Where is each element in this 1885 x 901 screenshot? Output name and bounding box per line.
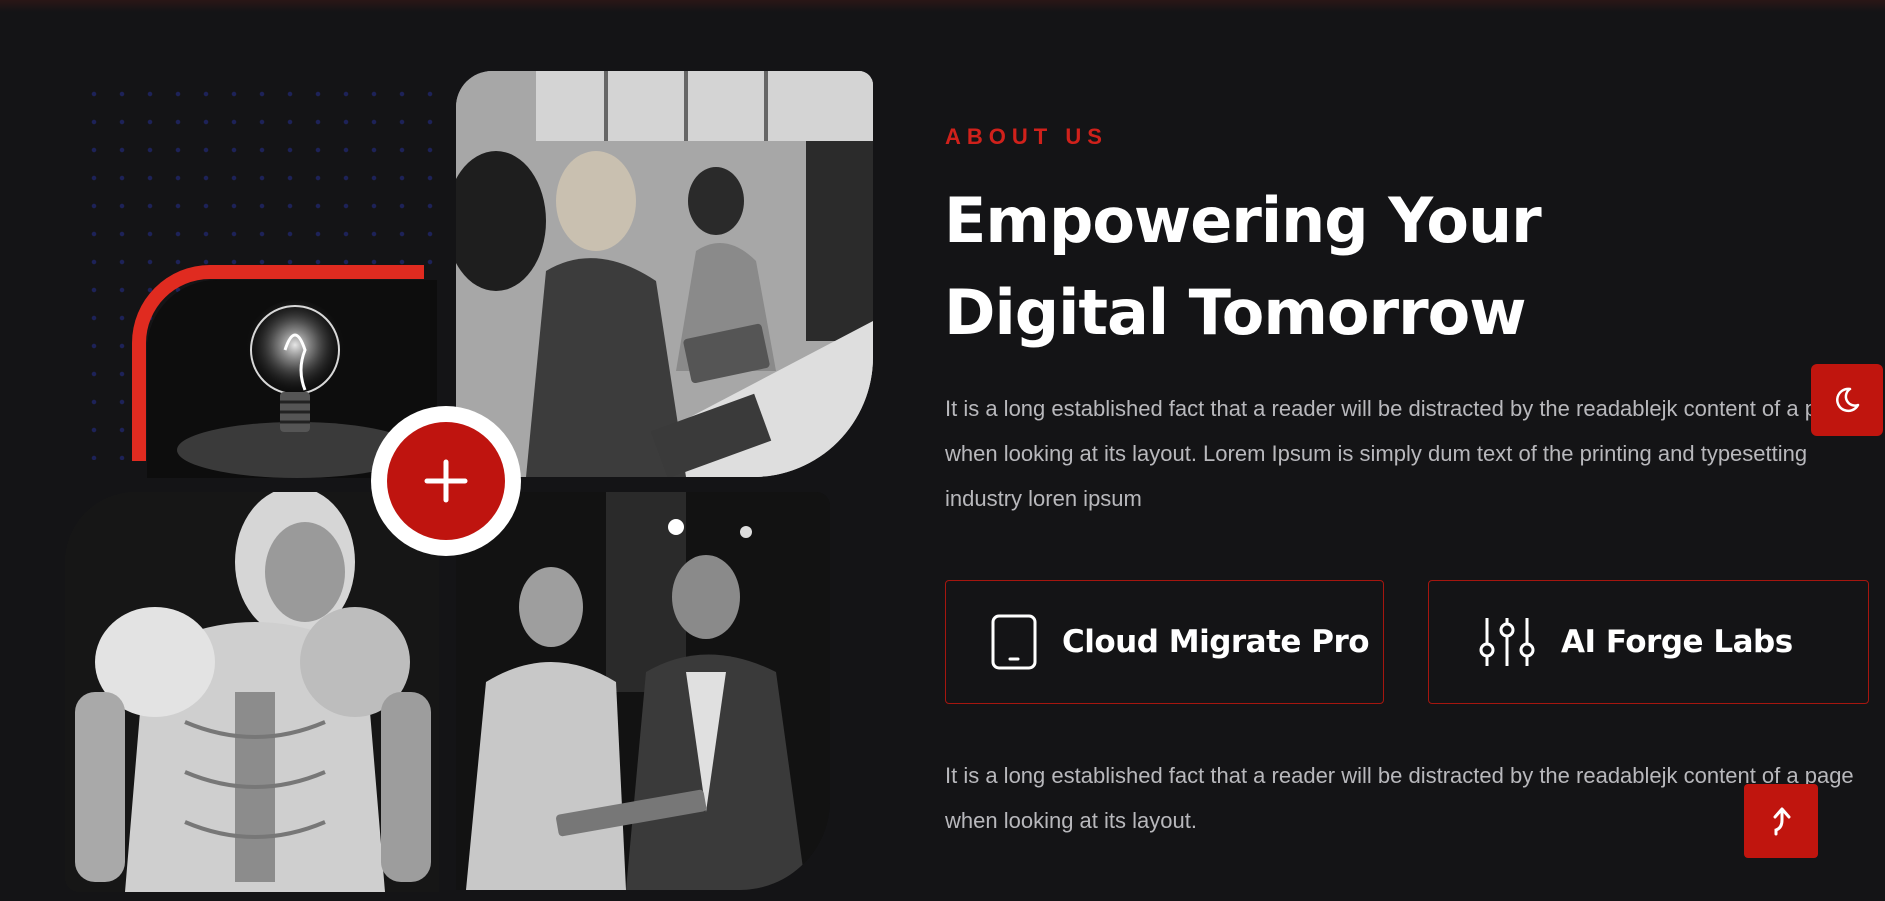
- about-paragraph: It is a long established fact that a rea…: [945, 396, 1854, 511]
- arrow-up-icon: [1773, 807, 1791, 836]
- team-working-image: [456, 71, 873, 477]
- plus-icon: [387, 422, 505, 540]
- feature-card-ai-forge[interactable]: AI Forge Labs: [1428, 580, 1869, 704]
- top-border: [0, 0, 1885, 12]
- feature-card-cloud-migrate[interactable]: Cloud Migrate Pro: [945, 580, 1384, 704]
- moon-icon: [1836, 387, 1860, 413]
- feature-card-label: AI Forge Labs: [1561, 624, 1793, 660]
- robot-image: [65, 492, 439, 892]
- sliders-icon: [1479, 618, 1535, 666]
- theme-toggle-button[interactable]: [1811, 364, 1883, 436]
- business-meeting-image: [456, 492, 830, 890]
- feature-card-label: Cloud Migrate Pro: [1062, 624, 1370, 660]
- tablet-icon: [991, 614, 1037, 670]
- section-heading: Empowering Your Digital Tomorrow: [944, 184, 1542, 349]
- scroll-to-top-button[interactable]: [1744, 784, 1818, 858]
- red-frame-decoration: [132, 265, 424, 461]
- plus-button[interactable]: [371, 406, 521, 556]
- section-eyebrow: ABOUT US: [945, 124, 1108, 149]
- about-paragraph-secondary: It is a long established fact that a rea…: [945, 763, 1854, 833]
